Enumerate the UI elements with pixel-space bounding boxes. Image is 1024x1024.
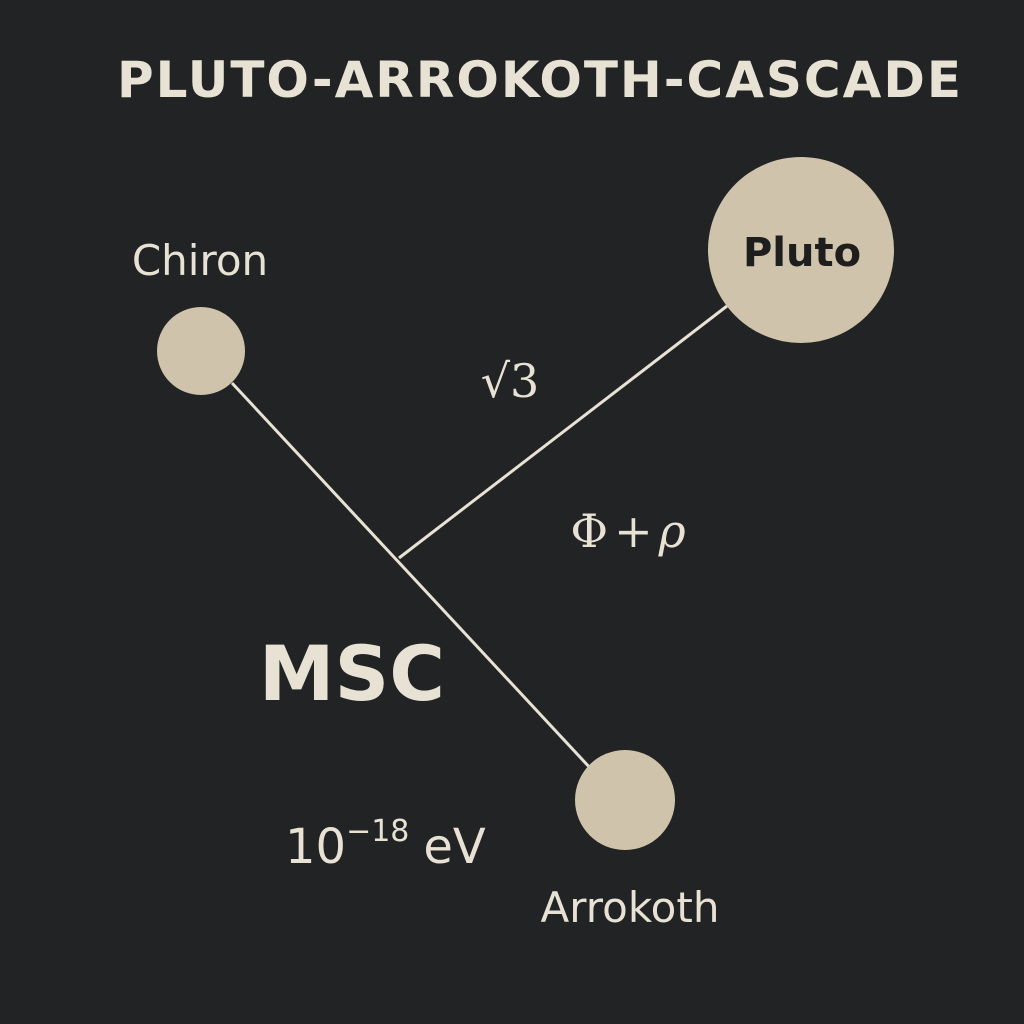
energy-unit: eV <box>423 819 486 875</box>
diagram-title: PLUTO-ARROKOTH-CASCADE <box>117 51 963 109</box>
chiron-label: Chiron <box>132 236 268 285</box>
arrokoth-node <box>575 750 675 850</box>
chiron-arrokoth-connector <box>230 381 594 772</box>
junction-pluto-connector <box>398 304 728 560</box>
energy-annotation: 10−18 eV <box>285 814 486 875</box>
pluto-node <box>708 157 894 343</box>
msc-label: MSC <box>259 629 445 718</box>
pluto-label: Pluto <box>743 230 861 276</box>
plus-symbol: + <box>614 504 653 558</box>
energy-base: 10 <box>285 819 346 875</box>
chiron-node <box>157 307 245 395</box>
rho-symbol: ρ <box>658 504 686 558</box>
sqrt3-annotation: √3 <box>481 354 540 408</box>
phi-plus-rho-annotation: Φ+ρ <box>570 504 685 558</box>
arrokoth-label: Arrokoth <box>541 883 720 932</box>
sqrt-symbol: √ <box>481 354 511 408</box>
energy-exponent: −18 <box>346 814 409 849</box>
sqrt-value: 3 <box>510 354 539 408</box>
phi-symbol: Φ <box>570 504 608 558</box>
